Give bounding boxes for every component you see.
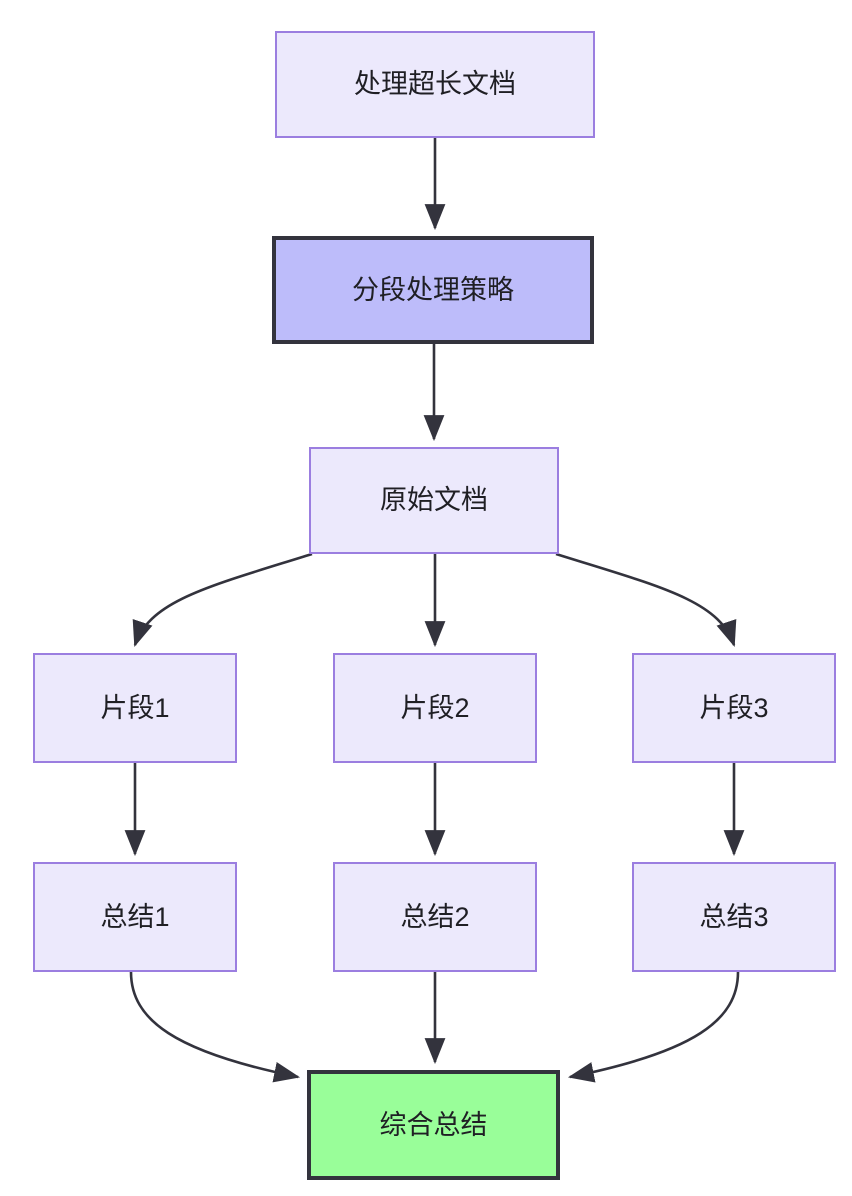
node-final-summary[interactable]: 综合总结 [307, 1070, 560, 1180]
node-label: 综合总结 [379, 1109, 488, 1140]
node-label: 原始文档 [380, 485, 488, 516]
node-segment-2[interactable]: 片段2 [333, 653, 537, 763]
node-label: 片段3 [699, 692, 769, 723]
edge-summary3-to-final [567, 971, 740, 1083]
node-segment-1[interactable]: 片段1 [33, 653, 237, 763]
edge-source-to-segment1 [132, 552, 313, 647]
node-label: 总结3 [699, 901, 769, 932]
node-summary-1[interactable]: 总结1 [33, 862, 237, 972]
node-label: 总结2 [400, 901, 470, 932]
edge-summary1-to-final [129, 971, 301, 1083]
node-label: 处理超长文档 [354, 69, 516, 100]
node-label: 片段1 [100, 692, 170, 723]
node-segment-3[interactable]: 片段3 [632, 653, 836, 763]
node-summary-3[interactable]: 总结3 [632, 862, 836, 972]
node-process-long-document[interactable]: 处理超长文档 [275, 31, 595, 138]
node-chunking-strategy[interactable]: 分段处理策略 [272, 236, 594, 344]
edge-source-to-segment3 [555, 552, 737, 647]
node-label: 总结1 [100, 901, 170, 932]
node-source-document[interactable]: 原始文档 [309, 447, 559, 554]
node-summary-2[interactable]: 总结2 [333, 862, 537, 972]
node-label: 片段2 [400, 692, 470, 723]
node-label: 分段处理策略 [352, 274, 514, 305]
